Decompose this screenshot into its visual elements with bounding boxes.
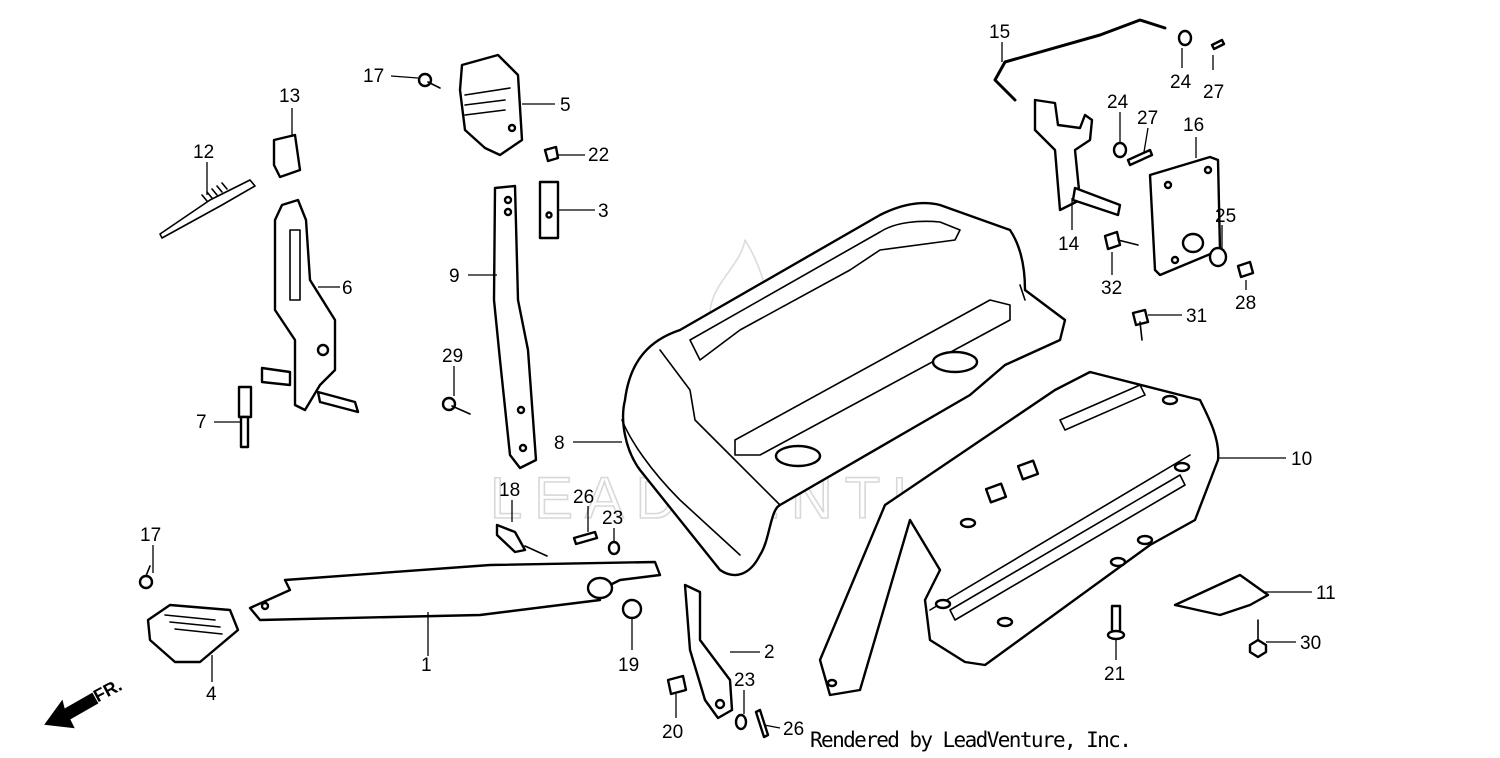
callout-24a: 24 xyxy=(1170,72,1192,93)
callout-29: 29 xyxy=(442,346,463,367)
part-13-pad xyxy=(272,133,302,179)
leader-lines xyxy=(152,42,1312,729)
render-credit: Rendered by LeadVenture, Inc. xyxy=(810,728,1132,752)
callout-12: 12 xyxy=(193,142,214,163)
callout-28: 28 xyxy=(1235,293,1256,314)
part-6-lever xyxy=(260,198,360,414)
part-12-spring xyxy=(159,179,256,239)
bolt-18 xyxy=(495,523,527,554)
bolt-17-bottom xyxy=(138,574,154,590)
pin-26-mid xyxy=(572,530,599,546)
callout-16: 16 xyxy=(1183,115,1204,136)
callout-32: 32 xyxy=(1101,278,1122,299)
callout-15: 15 xyxy=(989,22,1010,43)
callout-24b: 24 xyxy=(1107,92,1129,113)
callout-14: 14 xyxy=(1058,234,1080,255)
washer-19 xyxy=(621,598,643,620)
bolt-29 xyxy=(441,396,457,412)
bolt-31 xyxy=(1131,308,1150,327)
part-10-plate xyxy=(818,370,1220,697)
callout-25: 25 xyxy=(1215,206,1236,227)
hardware xyxy=(138,29,1268,739)
washer-24-top xyxy=(1177,29,1193,47)
callout-17b: 17 xyxy=(140,525,161,546)
part-11-bracket xyxy=(1173,573,1270,617)
callout-31: 31 xyxy=(1186,306,1207,327)
callout-27b: 27 xyxy=(1137,108,1158,129)
washer-23-bottom xyxy=(734,713,748,731)
washer-25 xyxy=(1208,246,1228,268)
callout-1: 1 xyxy=(421,655,432,676)
pin-28 xyxy=(1236,260,1255,279)
part-8-cover xyxy=(621,201,1067,577)
callout-4: 4 xyxy=(206,684,217,705)
part-2-arm xyxy=(683,583,734,720)
callout-6: 6 xyxy=(342,278,353,299)
washer-24-mid xyxy=(1112,141,1128,159)
callout-3: 3 xyxy=(598,201,609,222)
part-1-rod xyxy=(248,560,662,622)
callout-23b: 23 xyxy=(734,670,755,691)
callout-5: 5 xyxy=(560,95,571,116)
callouts: 1 2 3 4 5 6 7 8 9 10 11 12 13 14 15 16 1… xyxy=(140,22,1336,743)
callout-22: 22 xyxy=(588,145,609,166)
part-3-plate xyxy=(538,180,560,240)
callout-18: 18 xyxy=(499,480,520,501)
callout-21: 21 xyxy=(1104,664,1125,685)
callout-9: 9 xyxy=(449,266,460,287)
callout-10: 10 xyxy=(1291,449,1312,470)
part-15-link xyxy=(993,18,1167,102)
bolt-21 xyxy=(1110,604,1122,634)
callout-13: 13 xyxy=(279,86,300,107)
part-5-cap xyxy=(458,53,524,157)
arrow-icon xyxy=(44,692,99,729)
front-direction-arrow: FR. xyxy=(44,675,125,729)
callout-26a: 26 xyxy=(573,487,594,508)
washer-23-mid xyxy=(607,540,621,556)
part-14-bracket xyxy=(1033,98,1122,217)
callout-17a: 17 xyxy=(363,66,384,87)
callout-20: 20 xyxy=(662,722,683,743)
callout-30: 30 xyxy=(1300,633,1321,654)
part-9-arm xyxy=(492,184,538,470)
callout-26b: 26 xyxy=(783,719,804,740)
callout-7: 7 xyxy=(196,412,207,433)
nut-22 xyxy=(543,145,560,163)
callout-23a: 23 xyxy=(602,508,623,529)
part-4-pedal xyxy=(146,603,240,664)
callout-11: 11 xyxy=(1316,583,1336,604)
callout-27a: 27 xyxy=(1203,82,1224,103)
part-7-stud xyxy=(237,385,253,449)
callout-2: 2 xyxy=(764,642,775,663)
bolt-30 xyxy=(1248,638,1268,659)
pin-27-top xyxy=(1210,38,1226,51)
bolt-17-top xyxy=(417,72,433,88)
bolt-20 xyxy=(666,674,688,696)
callout-19: 19 xyxy=(618,655,639,676)
pin-27-mid xyxy=(1126,148,1154,167)
callout-8: 8 xyxy=(554,433,565,454)
pin-26-bottom xyxy=(754,708,770,739)
bolt-32 xyxy=(1103,230,1122,251)
